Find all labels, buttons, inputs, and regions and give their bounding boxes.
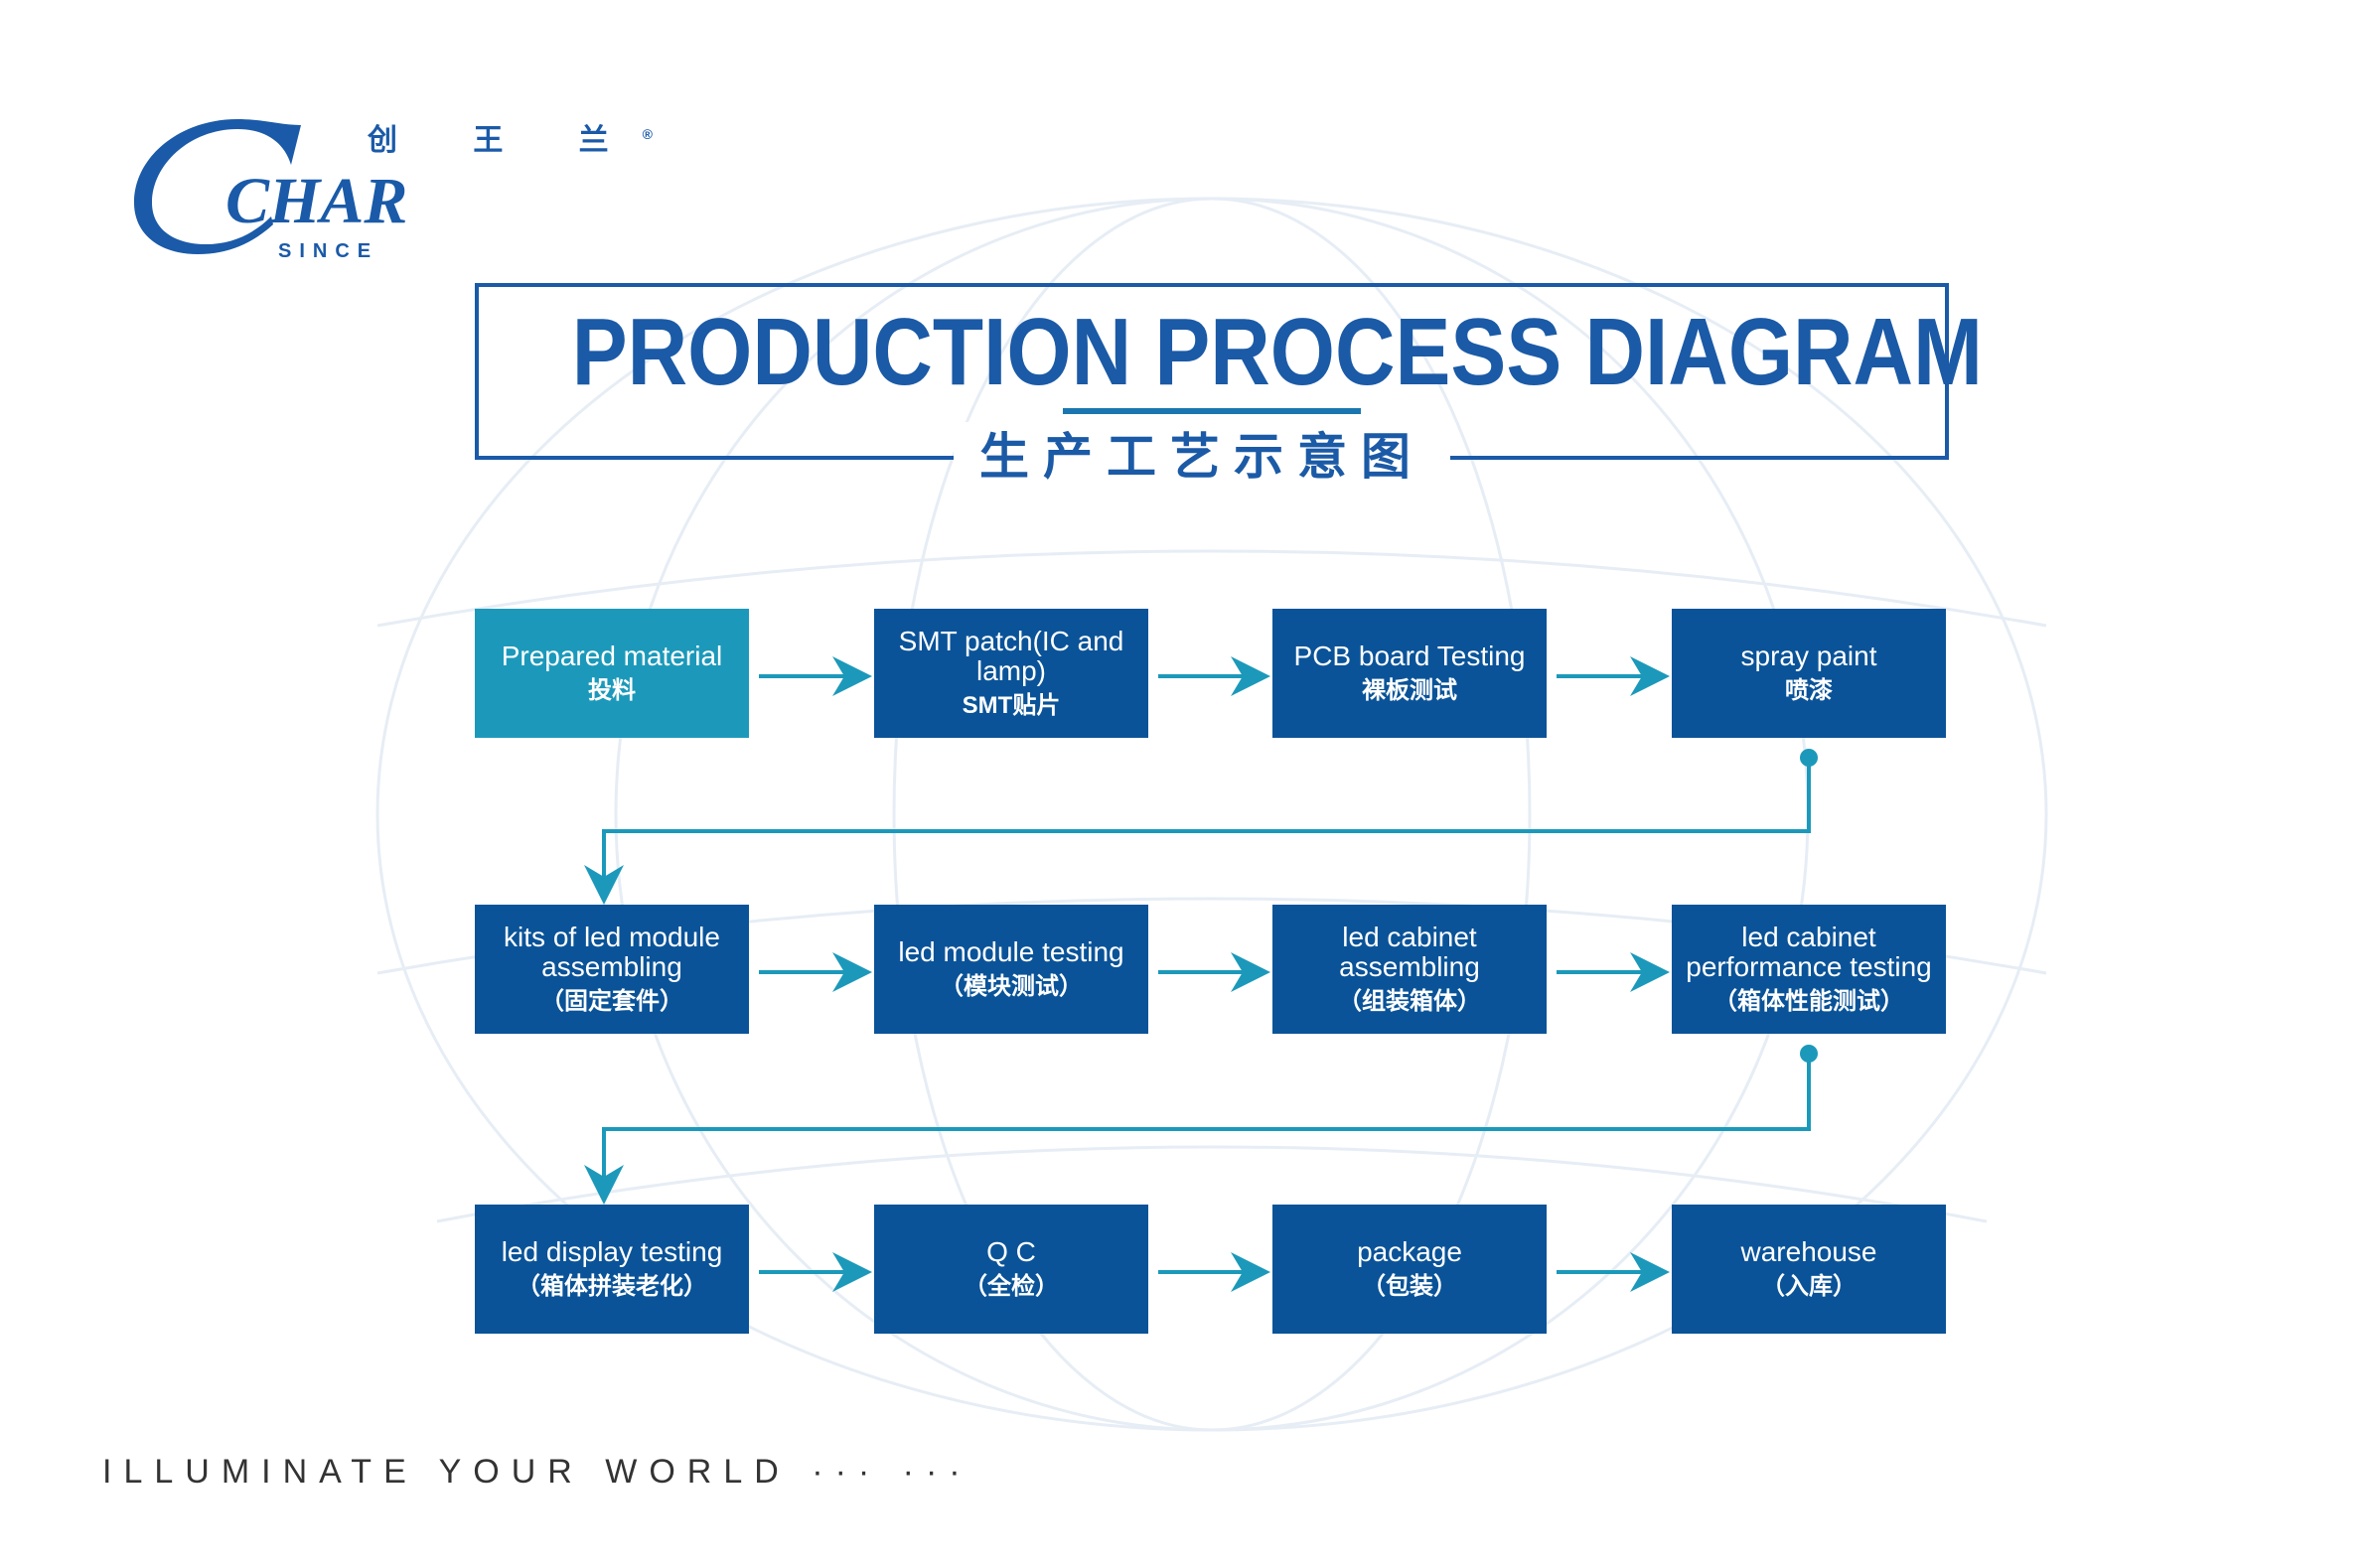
step-label-cn: SMT贴片 [962,692,1061,719]
step-label-cn: （入库） [1761,1273,1857,1300]
page-subtitle: 生产工艺示意图 [954,422,1450,492]
step-label-cn: （箱体性能测试） [1713,988,1904,1015]
row-wrap-arrow [584,758,1811,905]
process-step: Prepared material 投料 [475,609,749,738]
step-label-cn: （组装箱体） [1338,988,1481,1015]
logo-c-mark [134,119,301,254]
step-label-cn: 裸板测试 [1362,677,1457,704]
logo-brand: CHAR [225,165,408,237]
step-label-en: spray paint [1740,641,1877,671]
step-label-en: led cabinet assembling [1339,922,1480,982]
process-step: spray paint 喷漆 [1672,609,1946,738]
step-label-cn: 喷漆 [1785,677,1833,704]
tagline: ILLUMINATE YOUR WORLD ··· ··· [102,1453,972,1491]
process-step: led module testing （模块测试） [874,905,1148,1034]
process-step: SMT patch(IC and lamp) SMT贴片 [874,609,1148,738]
process-step: warehouse （入库） [1672,1205,1946,1334]
step-label-cn: （全检） [964,1273,1059,1300]
logo-cn: 创 王 兰® [368,124,653,157]
process-step: led cabinet performance testing （箱体性能测试） [1672,905,1946,1034]
step-label-en: Q C [986,1236,1036,1267]
process-step: package （包装） [1272,1205,1547,1334]
title-underline [1063,408,1361,414]
step-label-en: Prepared material [501,641,723,671]
row-wrap-arrow [584,1054,1811,1205]
step-label-en: led module testing [898,936,1124,967]
step-label-cn: （固定套件） [540,988,683,1015]
step-label-en: led cabinet performance testing [1686,922,1932,982]
logo-since: SINCE [278,240,379,262]
step-label-cn: （模块测试） [940,973,1083,1000]
step-label-en: kits of led module assembling [504,922,720,982]
process-step: PCB board Testing 裸板测试 [1272,609,1547,738]
process-step: led cabinet assembling （组装箱体） [1272,905,1547,1034]
page-title: PRODUCTION PROCESS DIAGRAM [571,299,1983,405]
step-label-en: led display testing [501,1236,723,1267]
process-step: kits of led module assembling （固定套件） [475,905,749,1034]
connector-dot [1800,1045,1818,1063]
step-label-cn: 投料 [588,677,636,704]
step-label-cn: （包装） [1362,1273,1457,1300]
step-label-cn: （箱体拼装老化） [517,1273,707,1300]
step-label-en: package [1357,1236,1462,1267]
step-label-en: SMT patch(IC and lamp) [898,626,1124,686]
step-label-en: PCB board Testing [1293,641,1526,671]
process-step: Q C （全检） [874,1205,1148,1334]
process-step: led display testing （箱体拼装老化） [475,1205,749,1334]
step-label-en: warehouse [1740,1236,1877,1267]
company-logo: CHAR SINCE 创 王 兰® [134,117,653,266]
connector-dot [1800,749,1818,767]
